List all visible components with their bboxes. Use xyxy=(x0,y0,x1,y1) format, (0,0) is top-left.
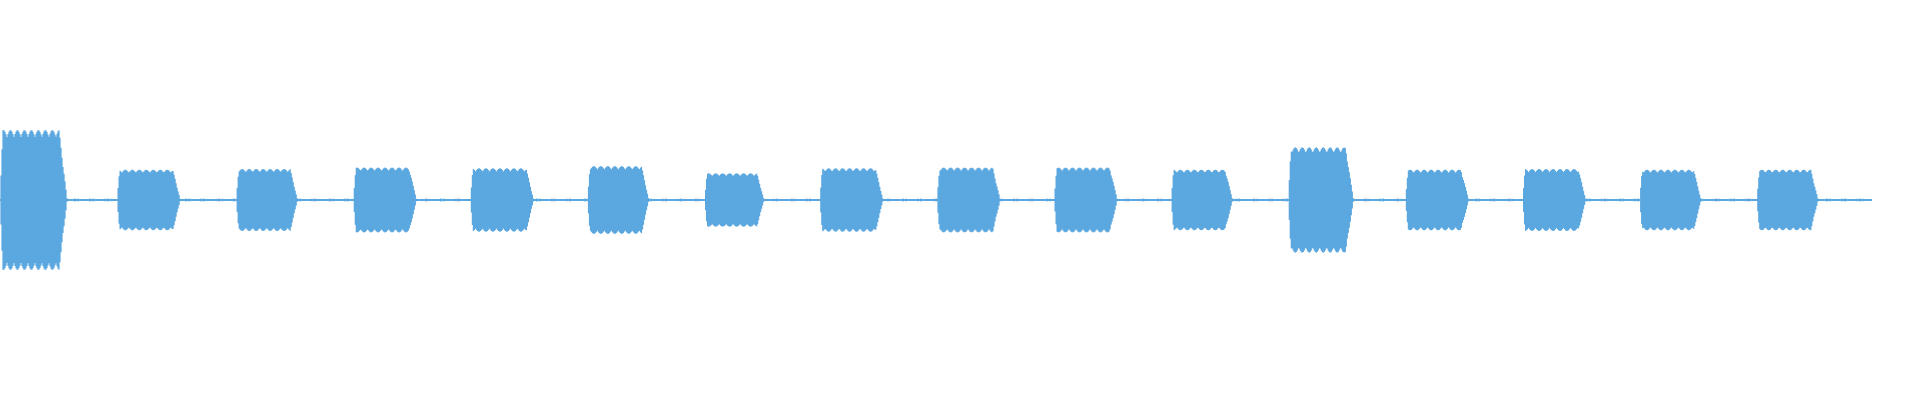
waveform-burst xyxy=(117,169,181,231)
waveform-burst xyxy=(587,166,650,234)
waveform-burst xyxy=(236,169,298,231)
waveform-burst xyxy=(353,167,417,233)
waveform-burst xyxy=(937,167,1001,233)
waveform-burst xyxy=(820,168,884,232)
waveform-burst xyxy=(1405,169,1469,231)
waveform-burst xyxy=(1640,169,1702,231)
waveform-burst xyxy=(470,168,534,232)
waveform-burst xyxy=(705,173,765,227)
waveform-burst xyxy=(1523,169,1587,231)
waveform-burst xyxy=(1171,169,1233,231)
waveform-burst xyxy=(1288,147,1354,253)
waveform-burst xyxy=(1054,167,1118,233)
waveform-burst xyxy=(0,130,68,270)
waveform-burst xyxy=(1757,169,1819,231)
